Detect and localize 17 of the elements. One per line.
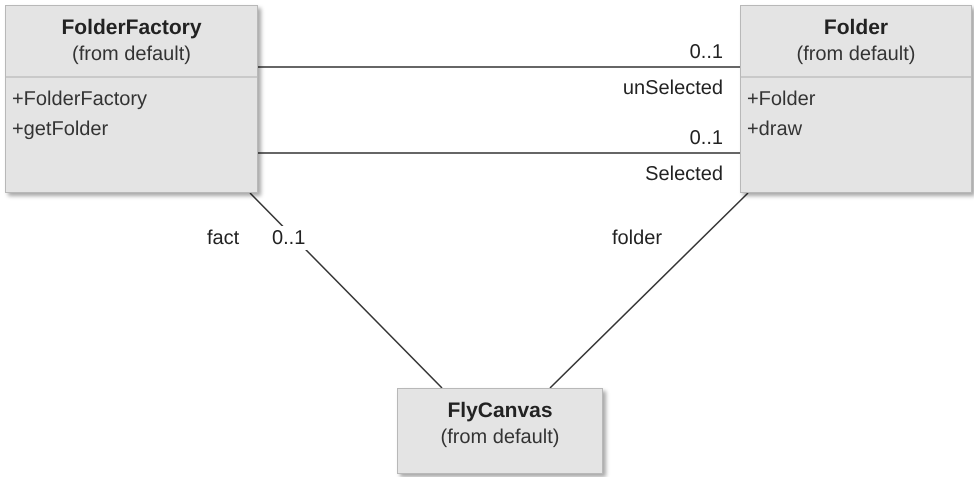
class-box <box>5 5 258 193</box>
class-box <box>740 5 972 193</box>
operation-text: +draw <box>747 117 804 142</box>
association-line <box>549 192 749 389</box>
class-name: Folder <box>824 15 888 41</box>
package-note: (from default) <box>440 425 560 450</box>
operation-text: +Folder <box>747 87 816 112</box>
association-line <box>258 66 740 68</box>
operation-text: +getFolder <box>12 117 110 142</box>
class-name: FolderFactory <box>61 15 202 41</box>
class-name: FlyCanvas <box>447 398 553 424</box>
class-box <box>397 388 603 474</box>
package-note: (from default) <box>72 42 191 67</box>
association-end-label: 0..1 <box>270 226 308 250</box>
package-note: (from default) <box>796 42 916 67</box>
operation-text: +FolderFactory <box>12 87 148 112</box>
association-line <box>258 152 740 154</box>
